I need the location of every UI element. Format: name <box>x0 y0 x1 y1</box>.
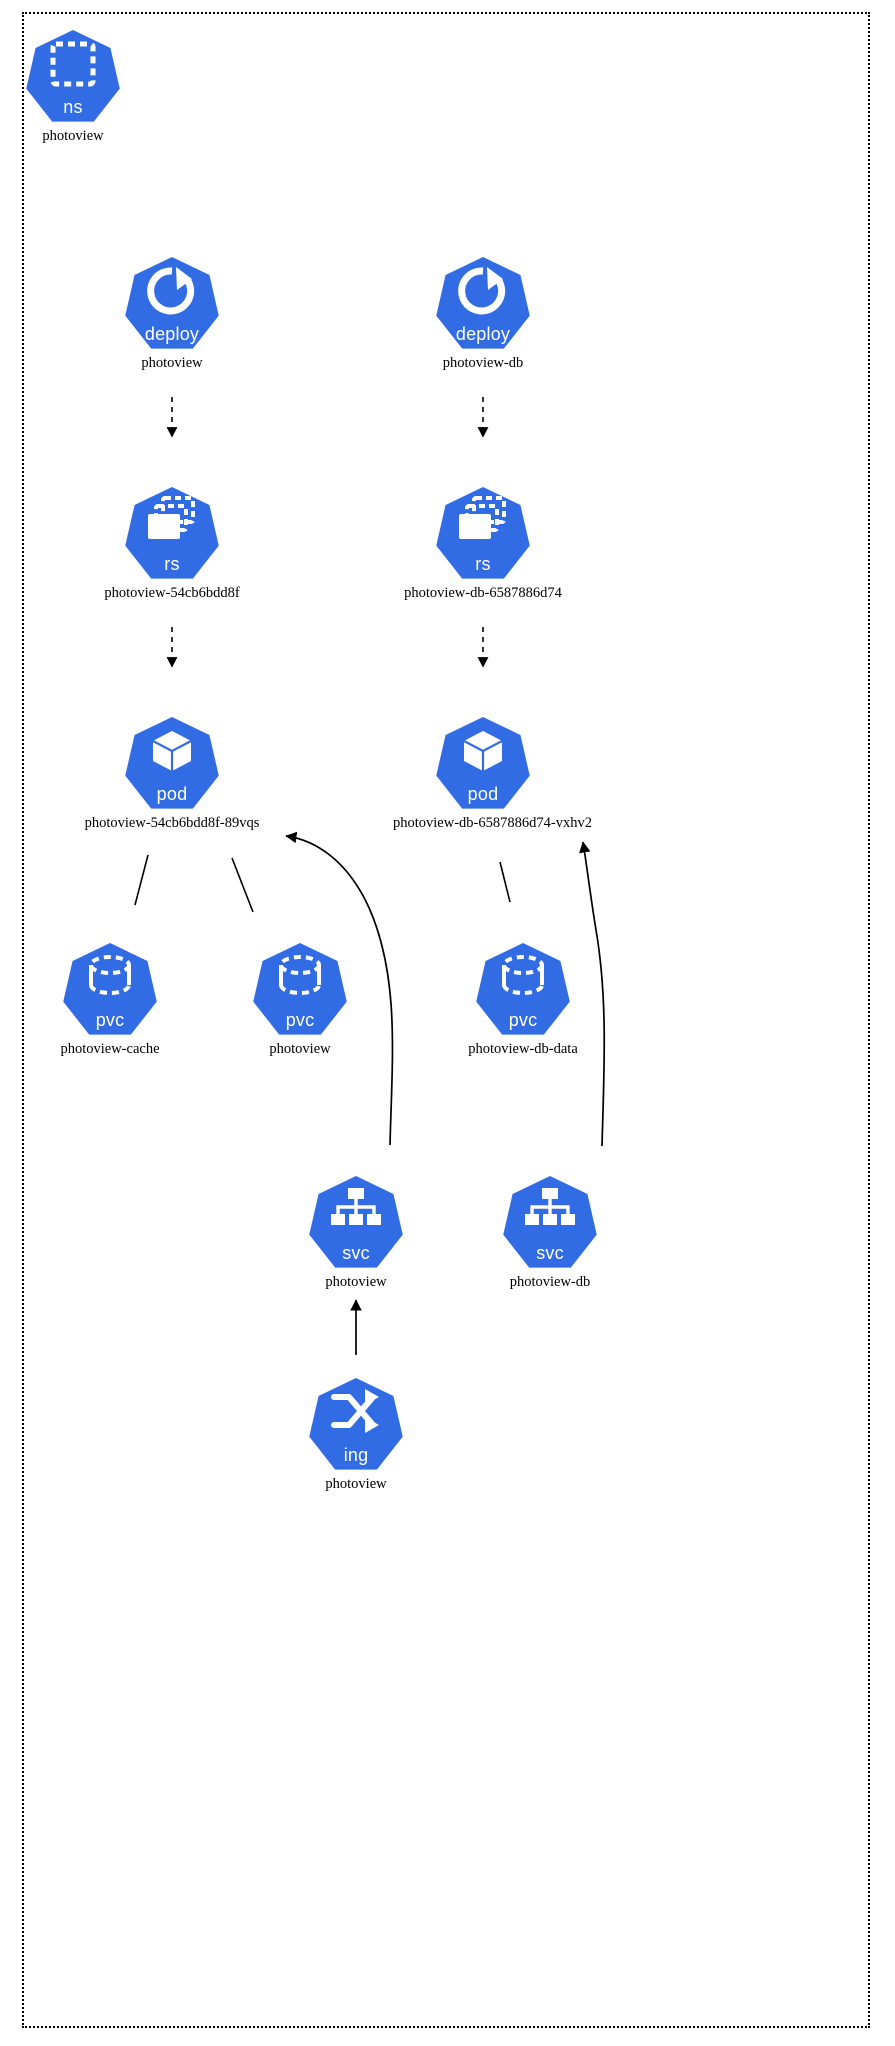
node-ing-photoview[interactable]: ing photoview <box>266 1378 446 1493</box>
node-kind-label: deploy <box>455 324 511 344</box>
node-pvc-photoview[interactable]: pvc photoview <box>210 943 390 1058</box>
node-kind-label: rs <box>164 554 180 574</box>
namespace-icon: ns <box>25 30 121 126</box>
node-kind-label: rs <box>475 554 491 574</box>
node-kind-label: deploy <box>144 324 200 344</box>
deployment-icon: deploy <box>124 257 220 353</box>
node-kind-label: ing <box>343 1445 369 1465</box>
replicaset-icon: rs <box>124 487 220 583</box>
node-pod-photoview[interactable]: pod photoview-54cb6bdd8f-89vqs <box>82 717 262 832</box>
node-pod-photoview-db[interactable]: pod photoview-db-6587886d74-vxhv2 <box>393 717 592 832</box>
node-caption: photoview-54cb6bdd8f <box>104 585 240 601</box>
service-icon: svc <box>308 1176 404 1272</box>
replicaset-icon: rs <box>435 487 531 583</box>
node-pvc-photoview-db-data[interactable]: pvc photoview-db-data <box>433 943 613 1058</box>
node-kind-label: pod <box>156 784 188 804</box>
pvc-icon: pvc <box>475 943 571 1039</box>
node-caption: photoview <box>325 1476 387 1492</box>
pvc-icon: pvc <box>252 943 348 1039</box>
node-caption: photoview-db-6587886d74-vxhv2 <box>393 815 592 831</box>
node-kind-label: pvc <box>285 1010 315 1030</box>
cluster-boundary <box>22 12 870 2028</box>
node-pvc-photoview-cache[interactable]: pvc photoview-cache <box>20 943 200 1058</box>
node-rs-photoview-db[interactable]: rs photoview-db-6587886d74 <box>393 487 573 602</box>
node-ns-photoview[interactable]: ns photoview <box>0 30 163 145</box>
deployment-icon: deploy <box>435 257 531 353</box>
node-kind-label: svc <box>342 1243 370 1263</box>
node-caption: photoview-54cb6bdd8f-89vqs <box>84 815 260 831</box>
node-caption: photoview-db-6587886d74 <box>404 585 562 601</box>
node-caption: photoview <box>269 1041 331 1057</box>
node-kind-label: pod <box>467 784 499 804</box>
node-caption: photoview <box>325 1274 387 1290</box>
pvc-icon: pvc <box>62 943 158 1039</box>
node-deploy-photoview[interactable]: deploy photoview <box>82 257 262 372</box>
pod-icon: pod <box>124 717 220 813</box>
node-rs-photoview[interactable]: rs photoview-54cb6bdd8f <box>82 487 262 602</box>
node-kind-label: svc <box>536 1243 564 1263</box>
node-caption: photoview <box>42 128 104 144</box>
node-caption: photoview-db <box>509 1274 591 1290</box>
node-kind-label: ns <box>63 97 83 117</box>
ingress-icon: ing <box>308 1378 404 1474</box>
node-svc-photoview-db[interactable]: svc photoview-db <box>460 1176 640 1291</box>
node-caption: photoview-db <box>442 355 524 371</box>
node-deploy-photoview-db[interactable]: deploy photoview-db <box>393 257 573 372</box>
service-icon: svc <box>502 1176 598 1272</box>
node-kind-label: pvc <box>508 1010 538 1030</box>
node-caption: photoview-db-data <box>468 1041 578 1057</box>
node-svc-photoview[interactable]: svc photoview <box>266 1176 446 1291</box>
pod-icon: pod <box>435 717 531 813</box>
node-caption: photoview-cache <box>60 1041 160 1057</box>
node-caption: photoview <box>141 355 203 371</box>
node-kind-label: pvc <box>95 1010 125 1030</box>
